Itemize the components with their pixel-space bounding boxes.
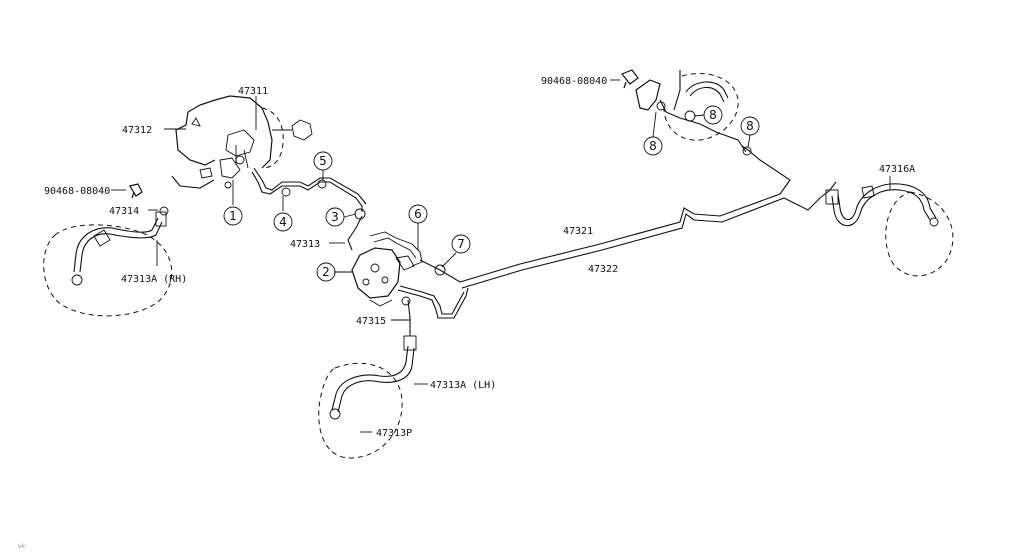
callout-8b: 8 (703, 105, 723, 125)
callout-5: 5 (313, 151, 333, 171)
svg-text:3: 3 (331, 210, 339, 224)
proportioning-valve-assembly (351, 231, 469, 319)
label-47315: 47315 (356, 316, 386, 327)
watermark: wk (18, 543, 26, 550)
svg-text:5: 5 (319, 154, 327, 168)
callout-2: 2 (316, 262, 336, 282)
callout-8a: 8 (643, 136, 663, 156)
label-47313: 47313 (290, 239, 320, 250)
clip-icon-left (129, 183, 143, 199)
pipe-clamp (281, 187, 291, 197)
label-90468-right: 90468-08040 (541, 76, 607, 87)
label-47312: 47312 (122, 125, 152, 136)
label-47313a-rh: 47313A (RH) (121, 274, 187, 285)
brake-pipe-47322 (461, 181, 837, 289)
svg-text:8: 8 (649, 139, 657, 153)
pipe-clamp (354, 208, 366, 220)
rear-brake-hose (825, 183, 954, 277)
leader-lines (111, 79, 891, 433)
callout-6: 6 (408, 204, 428, 224)
front-rh-brake-hose (43, 206, 173, 317)
label-47321: 47321 (563, 226, 593, 237)
callout-1: 1 (223, 206, 243, 226)
clip-icon-right (621, 69, 639, 89)
label-47311: 47311 (238, 86, 268, 97)
label-90468-left: 90468-08040 (44, 186, 110, 197)
label-47313p: 47313P (376, 428, 412, 439)
callout-8c: 8 (740, 116, 760, 136)
callout-4: 4 (273, 212, 293, 232)
pipe-clamp (434, 264, 446, 276)
label-47316a: 47316A (879, 164, 915, 175)
svg-text:8: 8 (709, 108, 717, 122)
brake-pipe-47321 (459, 145, 791, 283)
svg-text:6: 6 (414, 207, 422, 221)
svg-text:2: 2 (322, 265, 330, 279)
callout-3: 3 (325, 207, 345, 227)
front-lh-brake-hose (318, 296, 417, 459)
svg-text:1: 1 (229, 209, 237, 223)
rear-brake-upper-assembly (635, 70, 752, 156)
label-47322: 47322 (588, 264, 618, 275)
brake-pipe-master-to-front (251, 171, 363, 212)
callout-7: 7 (451, 234, 471, 254)
label-47313a-lh: 47313A (LH) (430, 380, 496, 391)
svg-text:8: 8 (746, 119, 754, 133)
master-cylinder-assembly (175, 95, 313, 189)
label-47314: 47314 (109, 206, 139, 217)
pipe-clamp (317, 179, 327, 189)
svg-text:4: 4 (279, 215, 287, 229)
svg-text:7: 7 (457, 237, 465, 251)
